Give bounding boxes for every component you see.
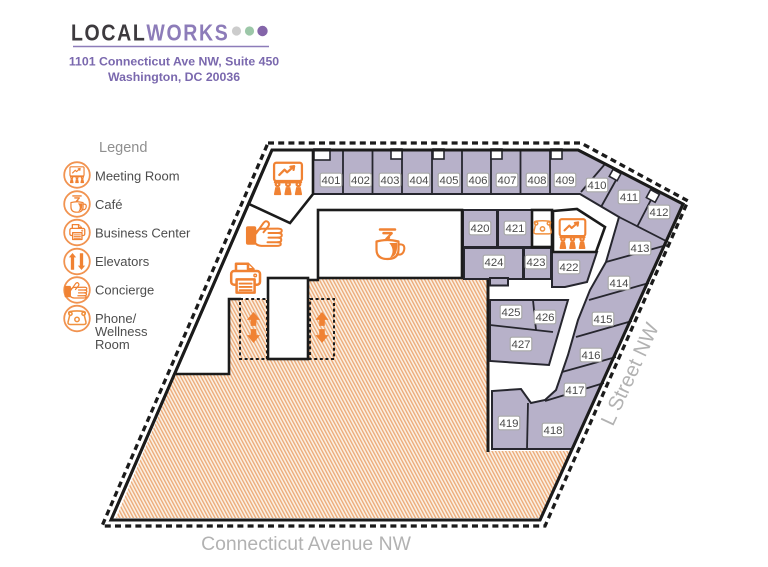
svg-text:417: 417 (565, 385, 584, 397)
svg-text:418: 418 (543, 425, 562, 437)
svg-text:Wellness: Wellness (95, 324, 148, 339)
svg-text:412: 412 (649, 207, 668, 219)
svg-text:416: 416 (581, 350, 600, 362)
svg-text:426: 426 (535, 312, 554, 324)
svg-text:414: 414 (609, 278, 628, 290)
svg-text:425: 425 (501, 307, 520, 319)
svg-text:409: 409 (555, 175, 574, 187)
svg-text:415: 415 (593, 314, 612, 326)
svg-text:408: 408 (527, 175, 546, 187)
svg-text:420: 420 (470, 223, 489, 235)
svg-text:406: 406 (468, 175, 487, 187)
svg-text:421: 421 (505, 223, 524, 235)
svg-text:Meeting Room: Meeting Room (95, 169, 180, 184)
svg-text:419: 419 (499, 418, 518, 430)
svg-text:411: 411 (620, 192, 638, 204)
svg-text:422: 422 (559, 262, 578, 274)
svg-text:427: 427 (511, 339, 530, 351)
svg-text:404: 404 (409, 175, 428, 187)
svg-text:LOCALWORKS: LOCALWORKS (71, 19, 229, 46)
svg-text:405: 405 (439, 175, 458, 187)
svg-text:1101 Connecticut Ave NW, Suite: 1101 Connecticut Ave NW, Suite 450 (69, 55, 279, 69)
svg-text:Café: Café (95, 197, 122, 212)
svg-text:423: 423 (526, 257, 545, 269)
svg-text:Legend: Legend (99, 140, 147, 156)
svg-text:407: 407 (497, 175, 516, 187)
svg-text:Elevators: Elevators (95, 254, 150, 269)
svg-text:Connecticut Avenue NW: Connecticut Avenue NW (201, 533, 412, 555)
svg-text:Concierge: Concierge (95, 283, 154, 298)
svg-text:Phone/: Phone/ (95, 311, 137, 326)
svg-text:413: 413 (630, 243, 649, 255)
svg-text:Room: Room (95, 337, 130, 352)
svg-text:424: 424 (484, 257, 503, 269)
svg-text:403: 403 (380, 175, 399, 187)
svg-text:410: 410 (587, 180, 606, 192)
svg-text:Business Center: Business Center (95, 226, 191, 241)
svg-text:401: 401 (321, 175, 340, 187)
svg-text:402: 402 (351, 175, 370, 187)
svg-text:Washington, DC 20036: Washington, DC 20036 (108, 70, 240, 84)
